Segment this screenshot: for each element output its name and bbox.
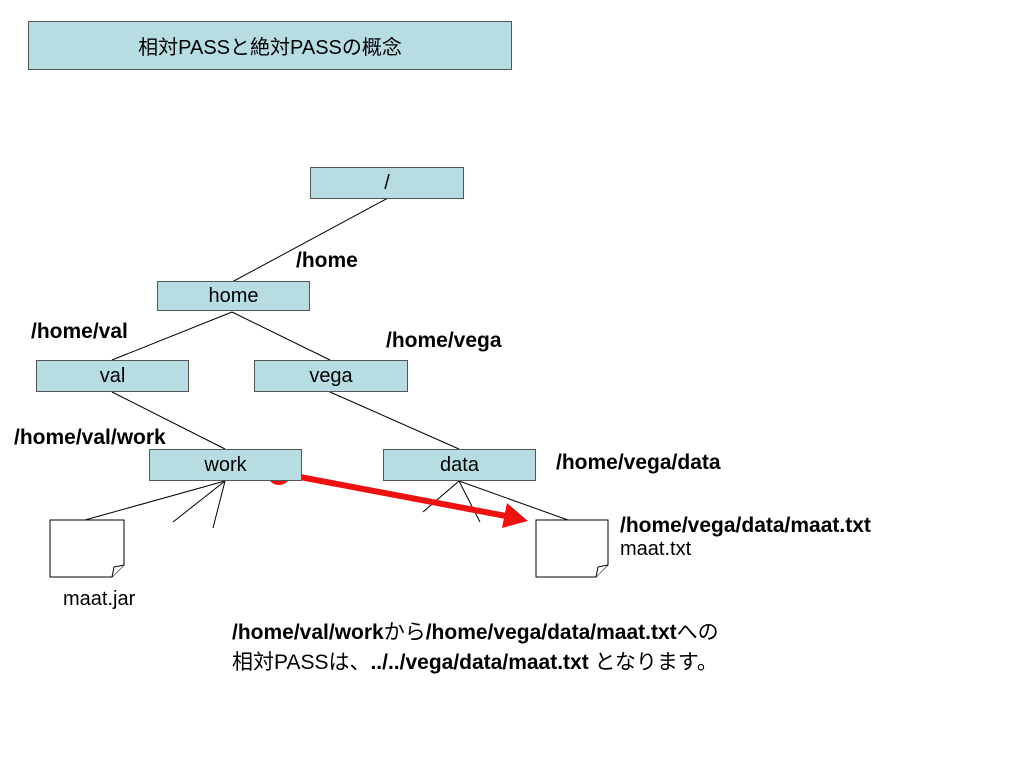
file-label-jar: maat.jar <box>63 588 136 610</box>
path-label-home: /home <box>296 249 358 272</box>
edge-data-fan-1 <box>422 480 460 513</box>
page-title: 相対PASSと絶対PASSの概念 <box>28 21 512 70</box>
node-root: / <box>310 167 464 199</box>
path-label-maat-txt: /home/vega/data/maat.txt <box>620 514 871 537</box>
edge-val-work <box>111 391 226 450</box>
path-label-val: /home/val <box>31 320 128 343</box>
path-label-data: /home/vega/data <box>556 451 721 474</box>
edge-home-val <box>111 311 233 361</box>
explanation-caption: /home/val/workから/home/vega/data/maat.txt… <box>232 618 719 678</box>
node-work: work <box>149 449 302 481</box>
node-home: home <box>157 281 310 311</box>
edge-home-vega <box>231 311 331 361</box>
edge-root-home <box>231 197 389 283</box>
node-vega: vega <box>254 360 408 392</box>
file-icon-jar <box>49 519 125 578</box>
file-label-txt: maat.txt <box>620 538 692 560</box>
edge-work-fan-2 <box>172 480 226 523</box>
edge-work-jar <box>84 480 226 521</box>
node-val: val <box>36 360 189 392</box>
node-data: data <box>383 449 536 481</box>
edge-data-txt <box>458 480 569 521</box>
edge-vega-data <box>329 391 460 450</box>
edge-data-fan-2 <box>458 480 481 523</box>
caption-line-2: 相対PASSは、../../vega/data/maat.txt となります。 <box>232 651 718 674</box>
caption-line-1: /home/val/workから/home/vega/data/maat.txt… <box>232 621 719 644</box>
path-label-work: /home/val/work <box>14 426 166 449</box>
edge-work-fan-3 <box>212 480 226 529</box>
file-icon-txt <box>535 519 609 578</box>
path-label-vega: /home/vega <box>386 329 502 352</box>
